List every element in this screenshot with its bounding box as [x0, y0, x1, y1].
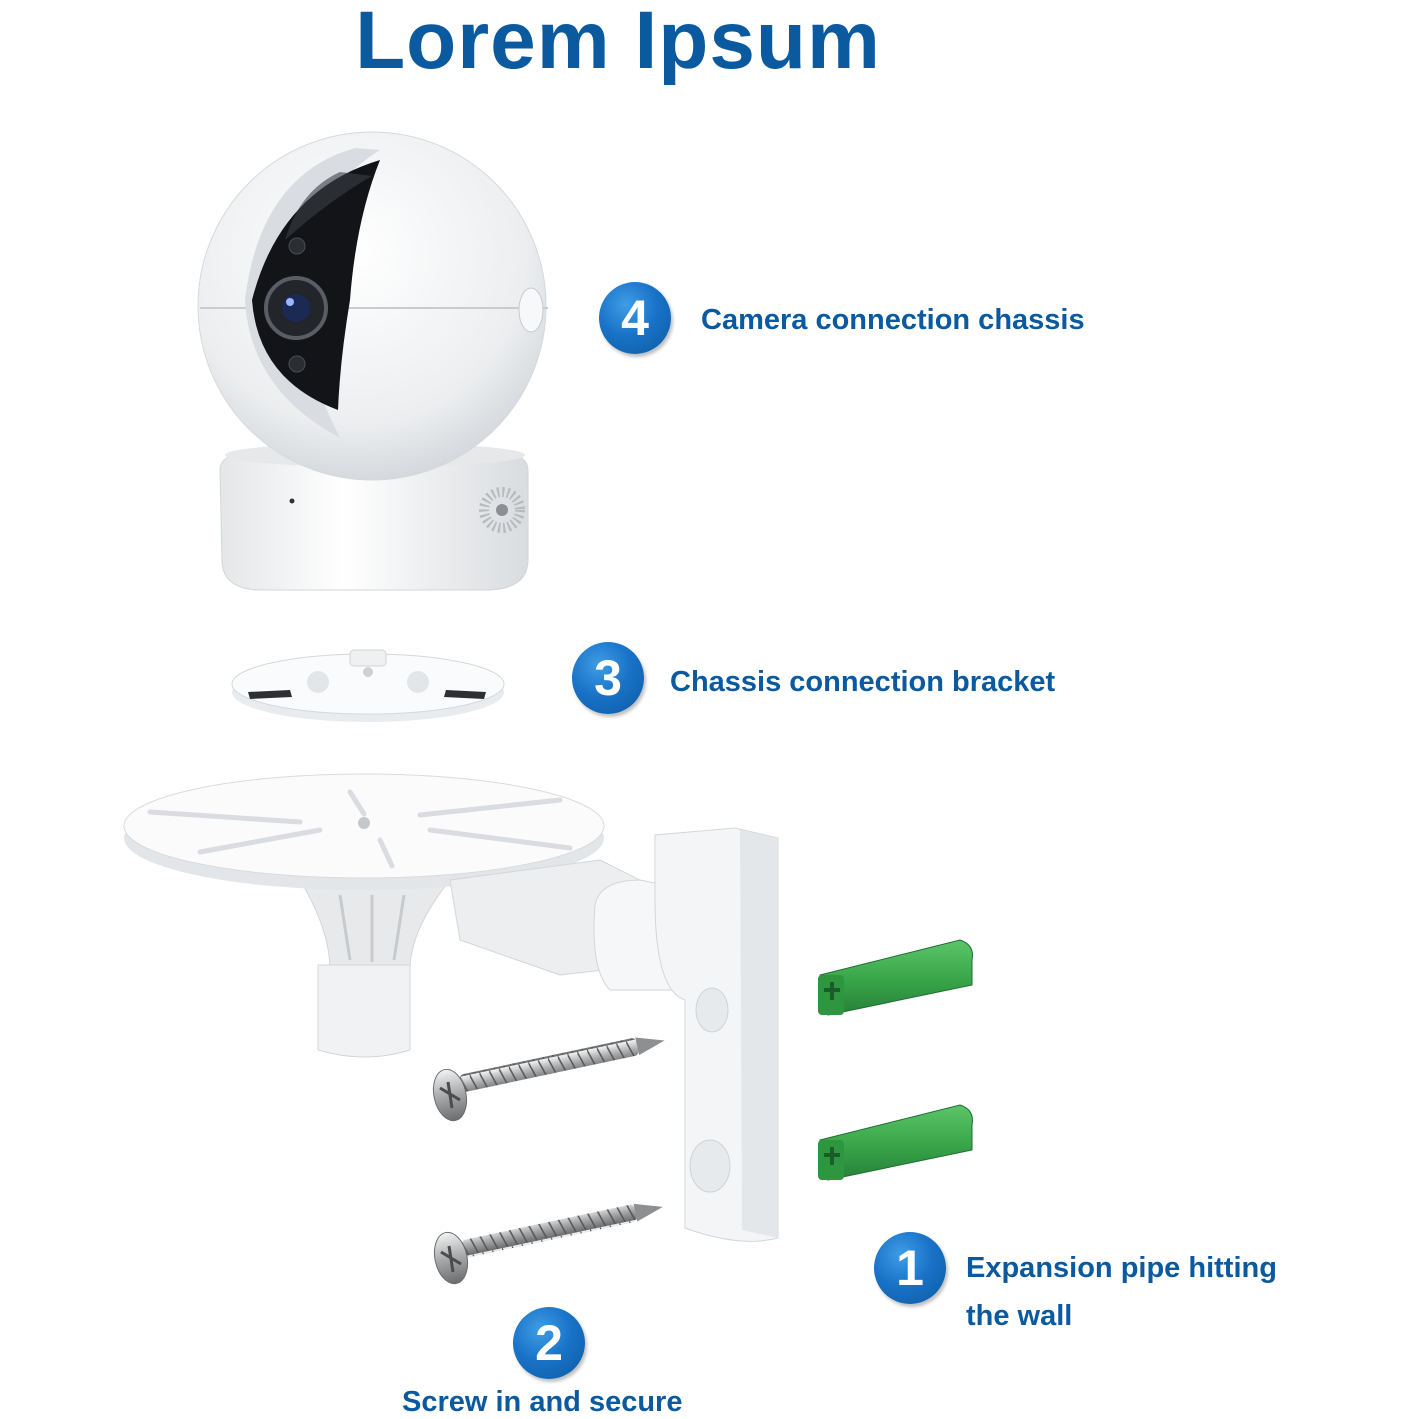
expansion-anchor-bottom — [818, 1104, 973, 1181]
step-badge-3: 3 — [572, 642, 644, 714]
chassis-bracket-plate — [231, 649, 505, 722]
step-label-chassis-connection-bracket: Chassis connection bracket — [670, 666, 1056, 698]
step-badge-2: 2 — [513, 1307, 585, 1379]
screw-top — [432, 1037, 665, 1122]
camera-illustration — [197, 131, 548, 591]
expansion-anchor-top — [818, 939, 973, 1016]
step-label-screw-in-and-secure: Screw in and secure — [402, 1386, 683, 1418]
step-label-camera-connection-chassis: Camera connection chassis — [701, 304, 1085, 336]
step-label-expansion-pipe-line2: the wall — [966, 1300, 1073, 1332]
screw-bottom — [433, 1203, 663, 1285]
step-badge-1: 1 — [874, 1232, 946, 1304]
step-label-expansion-pipe-line1: Expansion pipe hitting — [966, 1252, 1277, 1284]
step-badge-4: 4 — [599, 282, 671, 354]
wall-mount-bracket — [123, 773, 779, 1242]
page-title: Lorem Ipsum — [355, 0, 881, 86]
